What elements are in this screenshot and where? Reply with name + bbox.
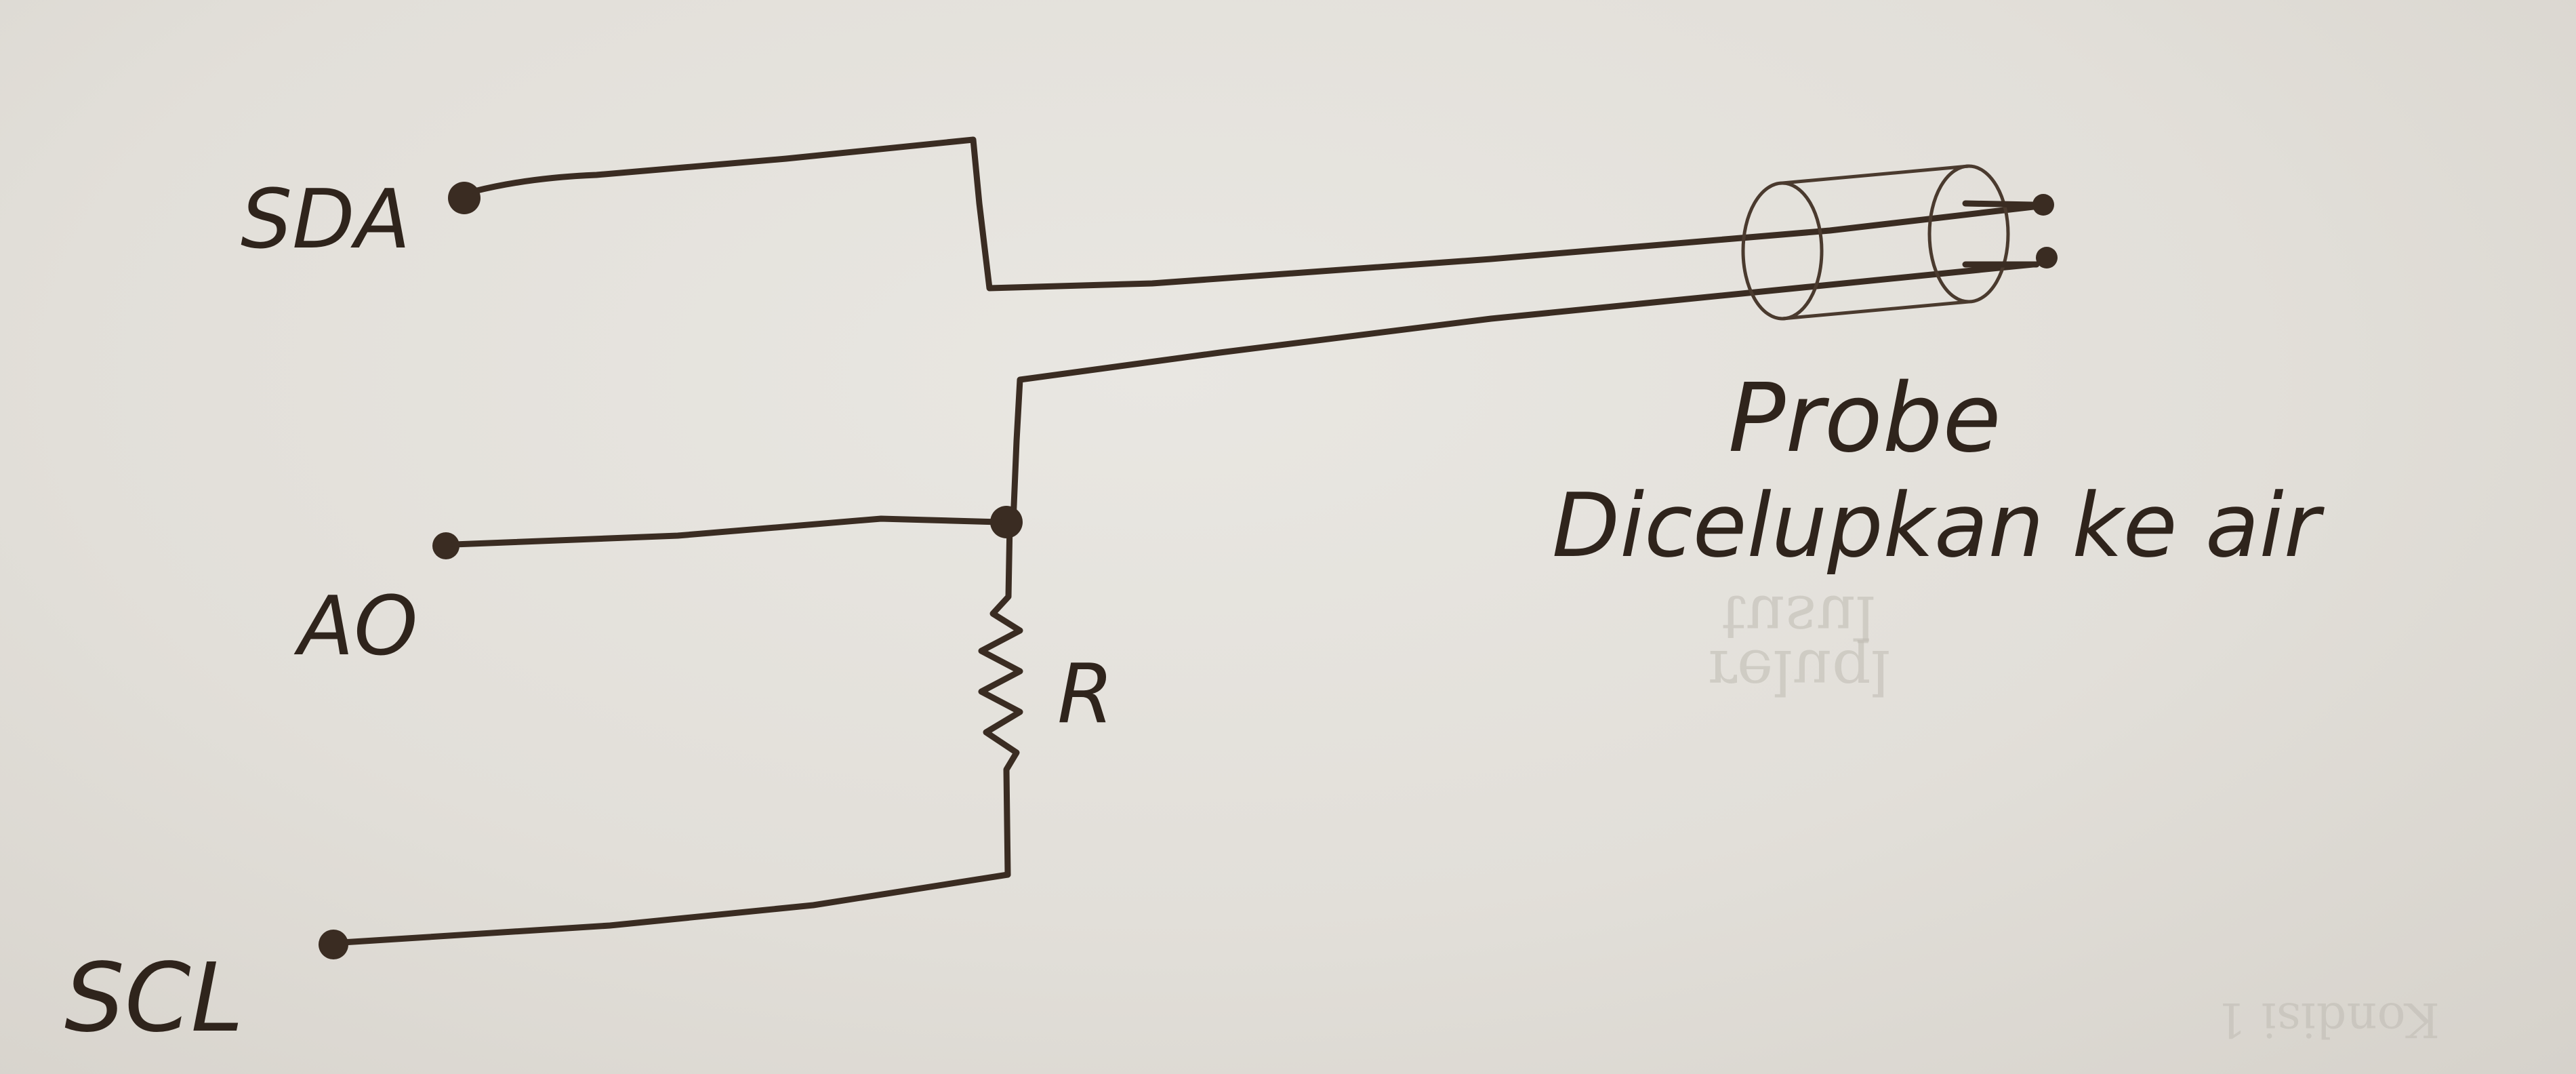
ao-terminal-dot xyxy=(432,532,459,559)
svg-text:reluql: reluql xyxy=(1708,636,1890,707)
svg-text:Kondisi 1: Kondisi 1 xyxy=(2216,992,2440,1048)
probe-pin-top xyxy=(2032,194,2054,216)
sda-label: SDA xyxy=(241,173,411,267)
ao-label: AO xyxy=(293,580,418,674)
resistor-label: R xyxy=(1057,648,1113,742)
junction-dot xyxy=(990,506,1023,538)
sda-line xyxy=(448,136,2037,292)
scl-label: SCL xyxy=(64,943,244,1054)
ao-line xyxy=(432,515,1003,559)
scl-line xyxy=(319,871,1011,959)
probe-symbol xyxy=(1741,164,2058,321)
resistor-symbol xyxy=(978,519,1023,878)
probe-note: Dicelupkan ke air xyxy=(1552,474,2325,577)
bleed-through-marks: tusul reluql Kondisi 1 xyxy=(1708,582,2440,1048)
probe-return-line xyxy=(1010,261,2037,525)
svg-text:tusul: tusul xyxy=(1721,582,1875,653)
probe-pin-bottom xyxy=(2036,247,2058,268)
probe-label: Probe xyxy=(1728,363,2001,474)
sda-terminal-dot xyxy=(448,182,481,214)
scl-terminal-dot xyxy=(319,930,348,959)
